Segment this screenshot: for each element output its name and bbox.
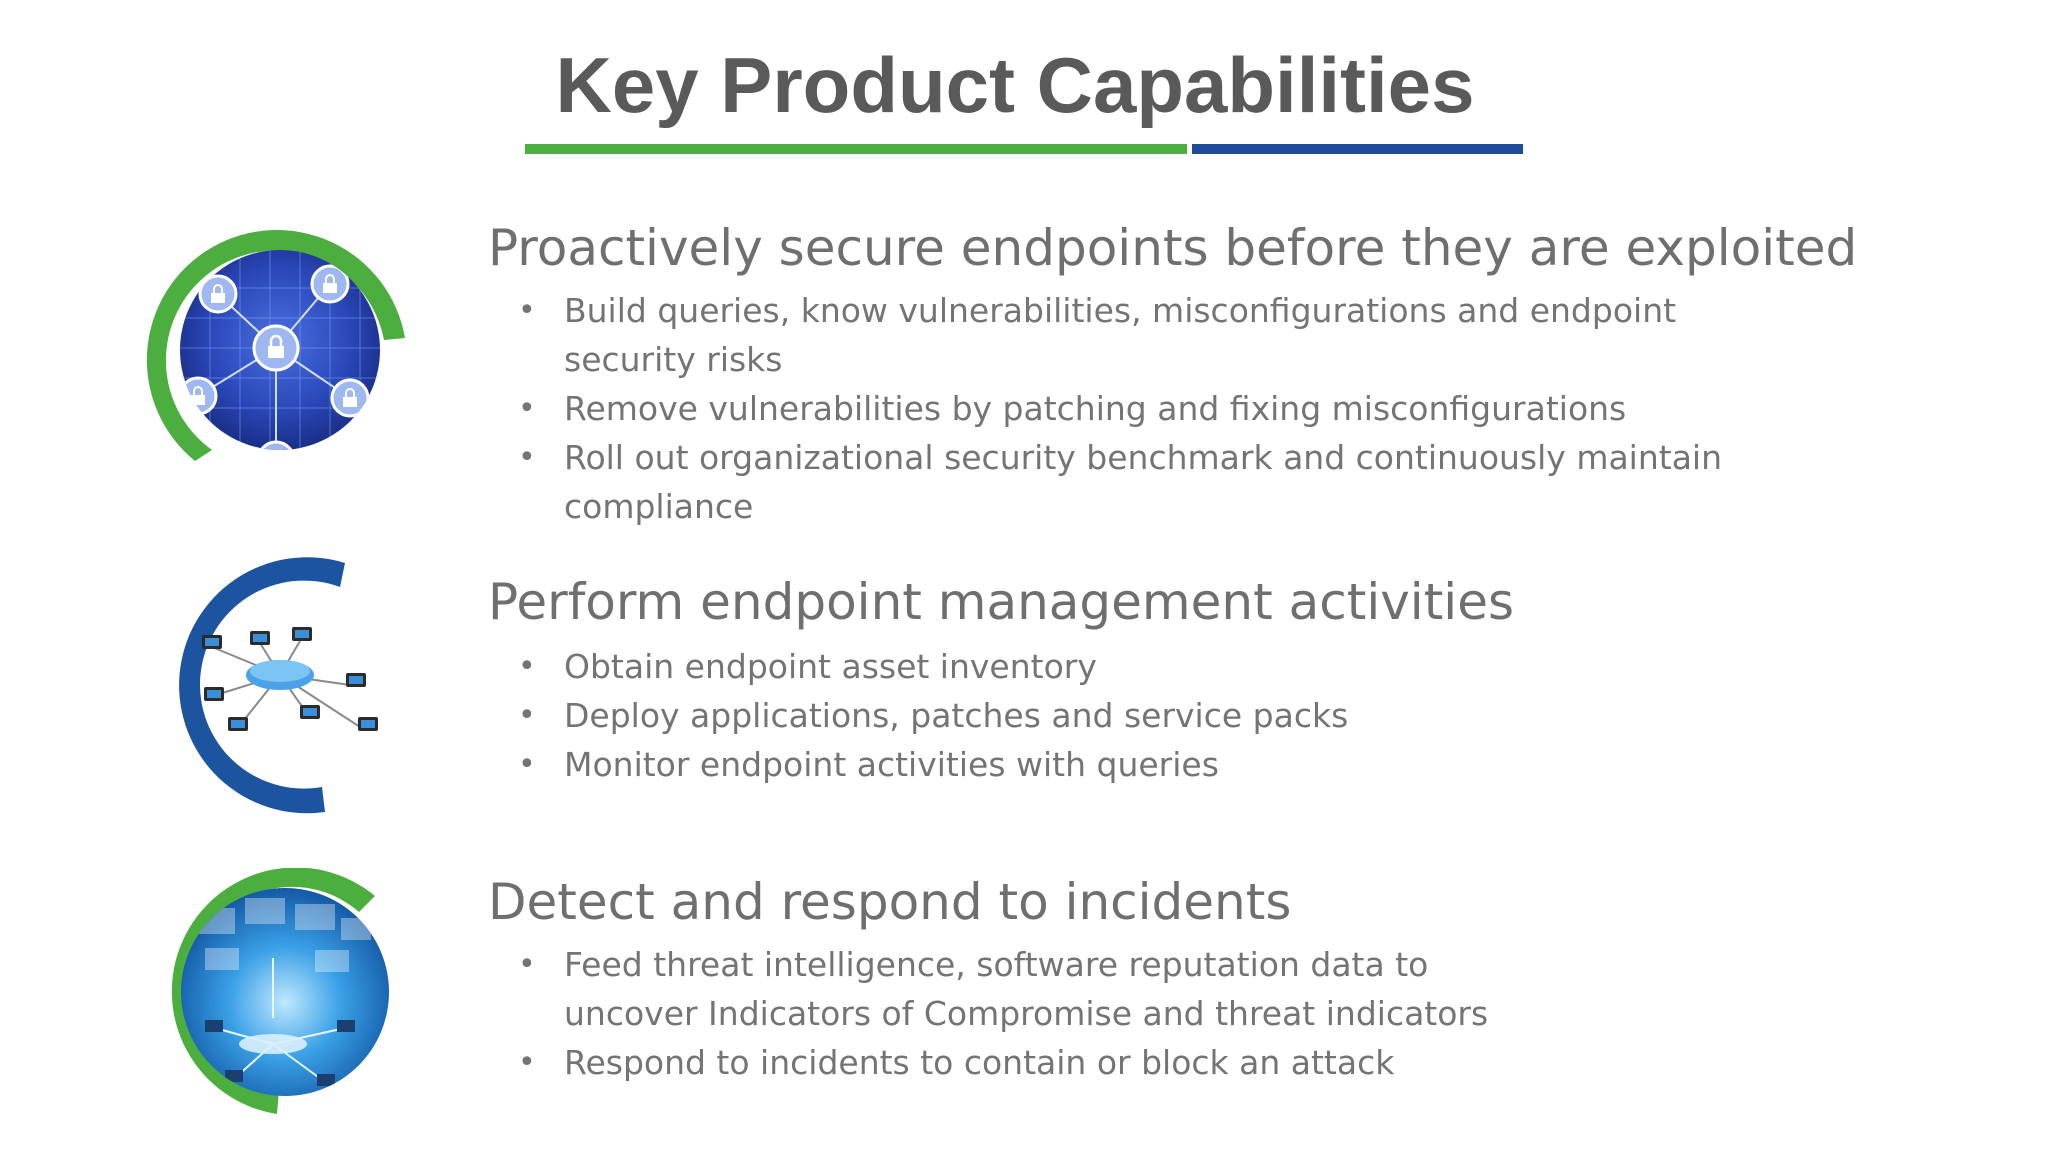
network-computers-icon	[179, 557, 378, 814]
page-title: Key Product Capabilities	[555, 41, 1475, 129]
section-proactive-security: Proactively secure endpoints before they…	[488, 216, 1968, 531]
bullet-text: Obtain endpoint asset inventory	[564, 647, 1097, 686]
list-item: • Feed threat intelligence, software rep…	[488, 940, 1564, 1038]
section-heading: Proactively secure endpoints before they…	[488, 219, 1858, 277]
list-item: • Remove vulnerabilities by patching and…	[488, 384, 1968, 433]
bullet-list: • Feed threat intelligence, software rep…	[488, 940, 1968, 1087]
title-underline-green	[525, 144, 1187, 154]
list-item: • Roll out organizational security bench…	[488, 433, 1804, 531]
bullet-icon: •	[518, 698, 536, 733]
bullet-text: Feed threat intelligence, software reput…	[564, 945, 1489, 1033]
bullet-icon: •	[518, 1045, 536, 1080]
bullet-text: Roll out organizational security benchma…	[564, 438, 1723, 526]
section-heading: Detect and respond to incidents	[488, 873, 1292, 931]
bullet-text: Respond to incidents to contain or block…	[564, 1043, 1395, 1082]
section-endpoint-management: Perform endpoint management activities •…	[488, 570, 1968, 789]
list-item: • Monitor endpoint activities with queri…	[488, 740, 1968, 789]
section-heading: Perform endpoint management activities	[488, 573, 1515, 631]
bullet-text: Remove vulnerabilities by patching and f…	[564, 389, 1627, 428]
bullet-text: Build queries, know vulnerabilities, mis…	[564, 291, 1677, 379]
bullet-list: • Obtain endpoint asset inventory • Depl…	[488, 642, 1968, 789]
bullet-text: Monitor endpoint activities with queries	[564, 745, 1219, 784]
bullet-list: • Build queries, know vulnerabilities, m…	[488, 286, 1968, 531]
bullet-icon: •	[518, 440, 536, 475]
security-lock-network-icon	[146, 230, 406, 461]
bullet-icon: •	[518, 391, 536, 426]
bullet-icon: •	[518, 947, 536, 982]
bullet-text: Deploy applications, patches and service…	[564, 696, 1349, 735]
list-item: • Build queries, know vulnerabilities, m…	[488, 286, 1784, 384]
section-detect-respond: Detect and respond to incidents • Feed t…	[488, 870, 1968, 1087]
bullet-icon: •	[518, 293, 536, 328]
list-item: • Deploy applications, patches and servi…	[488, 691, 1968, 740]
title-underline-blue	[1192, 144, 1523, 154]
list-item: • Obtain endpoint asset inventory	[488, 642, 1968, 691]
bullet-icon: •	[518, 649, 536, 684]
list-item: • Respond to incidents to contain or blo…	[488, 1038, 1968, 1087]
bullet-icon: •	[518, 747, 536, 782]
threat-network-globe-icon	[171, 868, 389, 1114]
